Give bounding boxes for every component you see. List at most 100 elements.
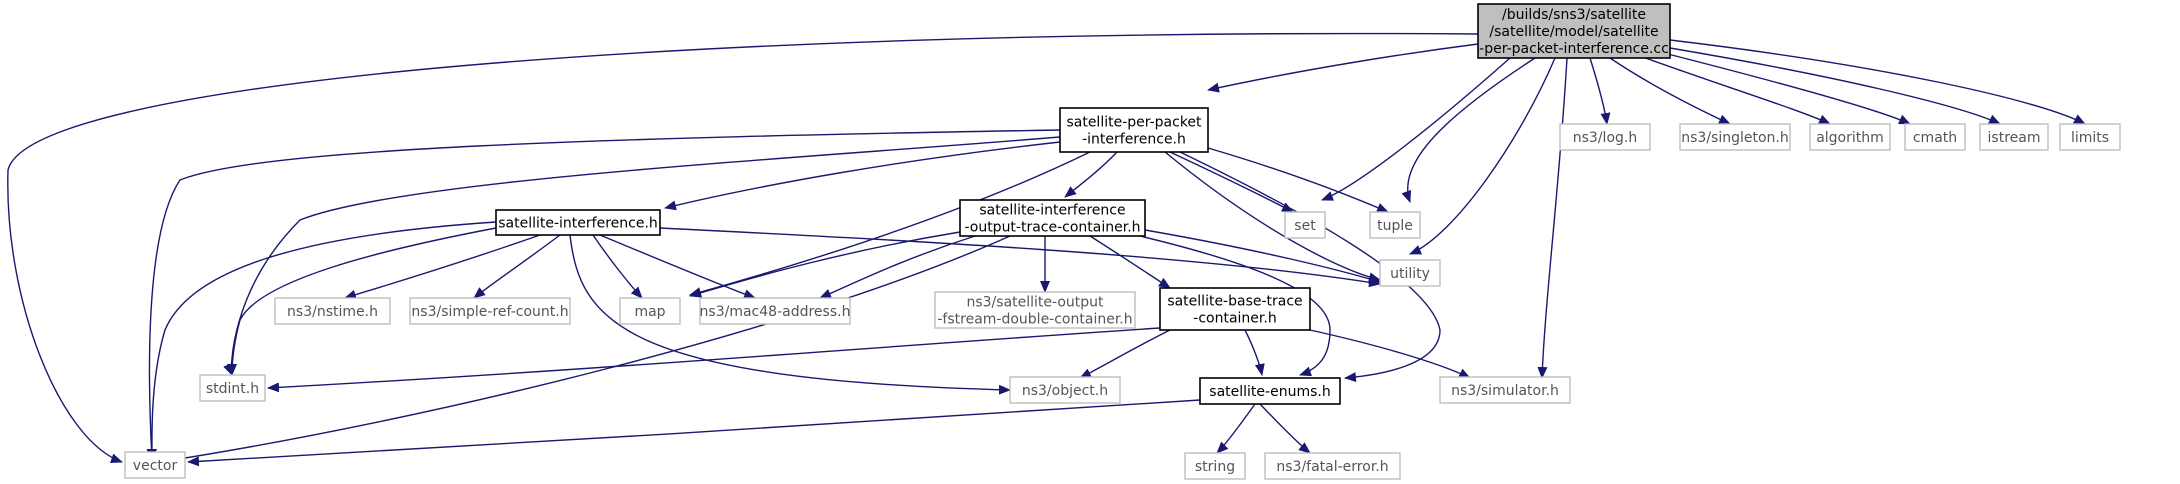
node-satellite-interference-output-trace-container-h-label-line-0: satellite-interference [979,203,1125,219]
node-satellite-per-packet-interference-h[interactable]: satellite-per-packet-interference.h [1059,107,1209,153]
edge-root-to-ppi [1207,43,1479,93]
edge-btc-to-enums [1244,329,1265,376]
node-ns3-singleton-h[interactable]: ns3/singleton.h [1679,123,1791,151]
node-ns3-object-h-label-line-0: ns3/object.h [1022,383,1108,399]
edge-interf-to-map [592,234,643,299]
node-utility[interactable]: utility [1379,259,1441,287]
node-root-source[interactable]: /builds/sns3/satellite/satellite/model/s… [1477,3,1671,59]
node-ns3-log-h[interactable]: ns3/log.h [1559,123,1651,151]
edge-interf-to-vector [146,221,497,461]
node-map[interactable]: map [619,297,681,325]
node-ns3-fatal-error-h[interactable]: ns3/fatal-error.h [1264,452,1401,480]
edge-enums-to-vector [187,399,1201,467]
node-istream[interactable]: istream [1979,123,2049,151]
node-limits-label-line-0: limits [2071,130,2109,146]
node-root-source-label-line-0: /builds/sns3/satellite [1502,7,1646,23]
edge-root-to-limits [1669,39,2086,125]
node-stdint-h-box [199,374,266,402]
node-ns3-satellite-output-fstream-double-container-h-box [934,291,1136,329]
node-cmath-label-line-0: cmath [1913,130,1957,146]
edge-root-to-singleton [1609,57,1731,125]
node-satellite-base-trace-container-h-box [1159,287,1311,331]
node-ns3-nstime-h-box [274,297,391,325]
node-limits[interactable]: limits [2059,123,2121,151]
edge-interf-to-object [569,234,1011,395]
node-satellite-per-packet-interference-h-label-line-1: -interference.h [1082,132,1186,148]
dependency-edges [7,32,2086,467]
edge-root-to-istream [1669,47,2001,125]
edge-ppi-to-utility [1164,151,1381,283]
node-string[interactable]: string [1184,452,1246,480]
node-utility-label-line-0: utility [1390,266,1430,282]
node-ns3-simulator-h[interactable]: ns3/simulator.h [1439,376,1571,404]
node-cmath[interactable]: cmath [1904,123,1966,151]
edge-btc-to-simulator [1309,329,1471,379]
edge-otc-to-utility [1144,229,1381,284]
node-stdint-h[interactable]: stdint.h [199,374,266,402]
node-ns3-log-h-box [1559,123,1651,151]
edge-root-to-tuple [1401,57,1536,203]
node-ns3-satellite-output-fstream-double-container-h[interactable]: ns3/satellite-output-fstream-double-cont… [934,291,1136,329]
node-vector-label-line-0: vector [133,458,178,474]
node-root-source-label-line-1: /satellite/model/satellite [1489,24,1658,40]
node-satellite-interference-output-trace-container-h[interactable]: satellite-interference-output-trace-cont… [959,199,1146,237]
node-utility-box [1379,259,1441,287]
node-tuple-label-line-0: tuple [1377,218,1413,234]
node-satellite-per-packet-interference-h-box [1059,107,1209,153]
node-tuple-box [1369,211,1421,239]
node-ns3-simple-ref-count-h[interactable]: ns3/simple-ref-count.h [409,297,571,325]
edge-ppi-to-enums [1179,151,1441,383]
node-ns3-nstime-h-label-line-0: ns3/nstime.h [287,304,378,320]
edge-ppi-to-otc [1064,151,1118,198]
edge-otc-to-vector [159,235,1011,466]
edge-ppi-to-interf [664,141,1061,211]
node-satellite-enums-h[interactable]: satellite-enums.h [1199,377,1341,405]
edge-enums-to-fatal [1259,403,1311,454]
node-ns3-mac48-address-h-label-line-0: ns3/mac48-address.h [700,304,851,320]
edge-interf-to-mac48 [599,234,756,299]
node-satellite-base-trace-container-h[interactable]: satellite-base-trace-container.h [1159,287,1311,331]
node-satellite-enums-h-box [1199,377,1341,405]
edge-enums-to-string [1216,403,1256,454]
node-ns3-fatal-error-h-label-line-0: ns3/fatal-error.h [1276,459,1388,475]
node-ns3-satellite-output-fstream-double-container-h-label-line-1: -fstream-double-container.h [937,312,1132,328]
edge-root-to-log [1589,57,1611,125]
node-tuple[interactable]: tuple [1369,211,1421,239]
node-string-box [1184,452,1246,480]
edge-interf-to-srefcount [473,234,561,299]
node-satellite-per-packet-interference-h-label-line-0: satellite-per-packet [1066,115,1202,131]
node-vector-box [124,451,186,479]
node-ns3-singleton-h-box [1679,123,1791,151]
edge-ppi-to-tuple [1207,147,1389,213]
node-satellite-base-trace-container-h-label-line-1: -container.h [1193,311,1276,327]
node-ns3-mac48-address-h[interactable]: ns3/mac48-address.h [699,297,851,325]
node-string-label-line-0: string [1195,459,1235,475]
node-root-source-label-line-2: -per-packet-interference.cc [1479,41,1669,57]
edge-root-to-utility [1409,57,1556,255]
edge-btc-to-object [1079,329,1171,379]
node-set-box [1284,211,1326,239]
node-ns3-singleton-h-label-line-0: ns3/singleton.h [1681,130,1789,146]
node-satellite-interference-h[interactable]: satellite-interference.h [495,209,661,236]
node-algorithm[interactable]: algorithm [1809,123,1891,151]
node-set-label-line-0: set [1294,218,1316,234]
node-ns3-simple-ref-count-h-box [409,297,571,325]
node-ns3-nstime-h[interactable]: ns3/nstime.h [274,297,391,325]
node-ns3-mac48-address-h-box [699,297,851,325]
edge-btc-to-stdint [267,327,1161,393]
node-ns3-fatal-error-h-box [1264,452,1401,480]
edge-interf-to-stdint [227,227,497,376]
node-ns3-object-h[interactable]: ns3/object.h [1009,376,1121,404]
node-set[interactable]: set [1284,211,1326,239]
node-limits-box [2059,123,2121,151]
node-ns3-object-h-box [1009,376,1121,404]
node-vector[interactable]: vector [124,451,186,479]
node-ns3-simulator-h-label-line-0: ns3/simulator.h [1451,383,1559,399]
node-ns3-simple-ref-count-h-label-line-0: ns3/simple-ref-count.h [411,304,568,320]
node-cmath-box [1904,123,1966,151]
node-algorithm-box [1809,123,1891,151]
node-satellite-interference-h-label-line-0: satellite-interference.h [498,216,658,232]
edge-ppi-to-vector [146,129,1061,461]
edge-ppi-to-set [1169,151,1294,213]
